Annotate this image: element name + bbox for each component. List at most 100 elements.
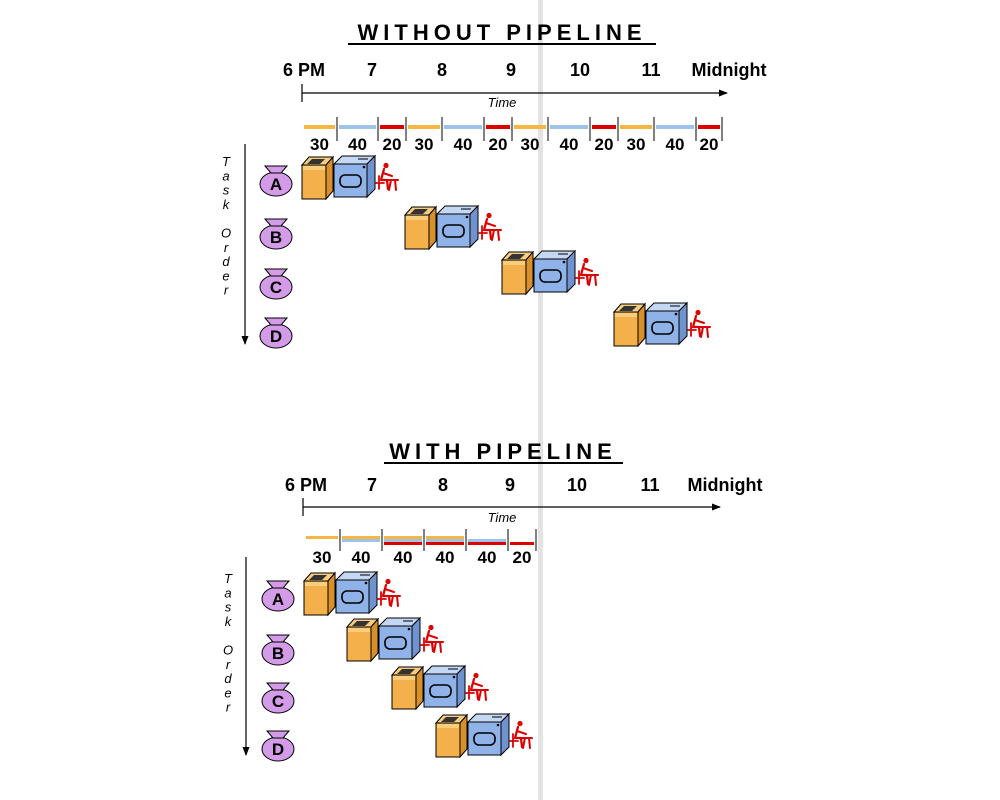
washer-icon: [434, 713, 469, 759]
hour-label: 6 PM: [283, 60, 325, 80]
wash-stage-bar: [514, 125, 546, 129]
duration-ticks: [339, 529, 537, 551]
task-bags: A B C D: [259, 165, 293, 349]
task-label: D: [270, 327, 282, 346]
duration-label: 30: [310, 135, 329, 154]
washer-icon: [500, 250, 535, 296]
task-label: C: [270, 278, 282, 297]
duration-label: 40: [436, 548, 455, 567]
section-title: WITHOUT PIPELINE: [358, 20, 647, 45]
laundry-load-0: [300, 154, 399, 201]
wash-stage-bar: [304, 125, 335, 129]
duration-label: 20: [595, 135, 614, 154]
laundry-load-2: [500, 249, 599, 296]
laundry-bag-icon: D: [261, 730, 295, 762]
dry-stage-bar: [342, 539, 380, 542]
folder-person-icon: [377, 578, 401, 607]
duration-label: 20: [489, 135, 508, 154]
duration-ticks: [336, 117, 723, 141]
laundry-bag-icon: D: [259, 317, 293, 349]
laundry-bag-icon: B: [261, 634, 295, 666]
hour-label: 9: [506, 60, 516, 80]
dryer-icon: [422, 664, 467, 709]
laundry-load-1: [345, 616, 444, 663]
wash-stage-bar: [408, 125, 440, 129]
duration-label: 30: [627, 135, 646, 154]
hour-label: Midnight: [692, 60, 767, 80]
laundry-bag-icon: C: [259, 268, 293, 300]
duration-label: 20: [383, 135, 402, 154]
laundry-bag-icon: A: [259, 165, 293, 197]
hour-label: 10: [567, 475, 587, 495]
hour-label: Midnight: [688, 475, 763, 495]
washer-icon: [345, 617, 380, 663]
hour-label: 7: [367, 475, 377, 495]
washer-icon: [403, 205, 438, 251]
laundry-bag-icon: C: [261, 682, 295, 714]
wash-stage-bar: [306, 536, 338, 539]
wash-stage-bar: [620, 125, 652, 129]
folder-person-icon: [465, 672, 489, 701]
dry-stage-bar: [550, 125, 588, 129]
laundry-load-1: [403, 204, 502, 251]
folder-person-icon: [509, 720, 533, 749]
folder-person-icon: [375, 162, 399, 191]
task-label: B: [272, 644, 284, 663]
folder-person-icon: [420, 624, 444, 653]
dryer-icon: [332, 154, 377, 199]
wash-stage-bar: [342, 536, 380, 539]
wash-stage-bar: [426, 536, 464, 539]
duration-label: 30: [313, 548, 332, 567]
vertical-divider-line: [538, 0, 543, 800]
fold-stage-bar: [426, 542, 464, 545]
dryer-icon: [644, 301, 689, 346]
duration-label: 40: [560, 135, 579, 154]
task-label: A: [272, 590, 284, 609]
duration-label: 40: [348, 135, 367, 154]
hour-label: 7: [367, 60, 377, 80]
dry-stage-bar: [656, 125, 694, 129]
folder-person-icon: [687, 309, 711, 338]
time-axis-label: Time: [488, 510, 517, 525]
dry-stage-bar: [468, 539, 506, 542]
time-axis-label: Time: [488, 95, 517, 110]
washer-icon: [390, 665, 425, 711]
fold-stage-bar: [384, 542, 422, 545]
task-label: C: [272, 692, 284, 711]
fold-stage-bar: [380, 125, 404, 129]
fold-stage-bar: [592, 125, 616, 129]
folder-person-icon: [478, 212, 502, 241]
task-loads: [300, 154, 711, 348]
folder-person-icon: [575, 257, 599, 286]
wash-stage-bar: [384, 536, 422, 539]
duration-bars: [306, 536, 534, 545]
washer-icon: [302, 571, 337, 617]
laundry-load-0: [302, 570, 401, 617]
task-label: D: [272, 740, 284, 759]
laundry-bag-icon: A: [261, 580, 295, 612]
fold-stage-bar: [698, 125, 720, 129]
dry-stage-bar: [426, 539, 464, 542]
task-bags: A B C D: [261, 580, 295, 762]
task-label: A: [270, 175, 282, 194]
duration-label: 20: [700, 135, 719, 154]
fold-stage-bar: [468, 542, 506, 545]
washer-icon: [612, 302, 647, 348]
laundry-bag-icon: B: [259, 218, 293, 250]
laundry-load-3: [612, 301, 711, 348]
hour-label: 6 PM: [285, 475, 327, 495]
hour-label: 8: [437, 60, 447, 80]
fold-stage-bar: [486, 125, 510, 129]
laundry-load-2: [390, 664, 489, 711]
hour-label: 11: [641, 60, 660, 80]
laundry-load-3: [434, 712, 533, 759]
duration-bars: [304, 125, 720, 129]
dryer-icon: [435, 204, 480, 249]
duration-label: 20: [513, 548, 532, 567]
